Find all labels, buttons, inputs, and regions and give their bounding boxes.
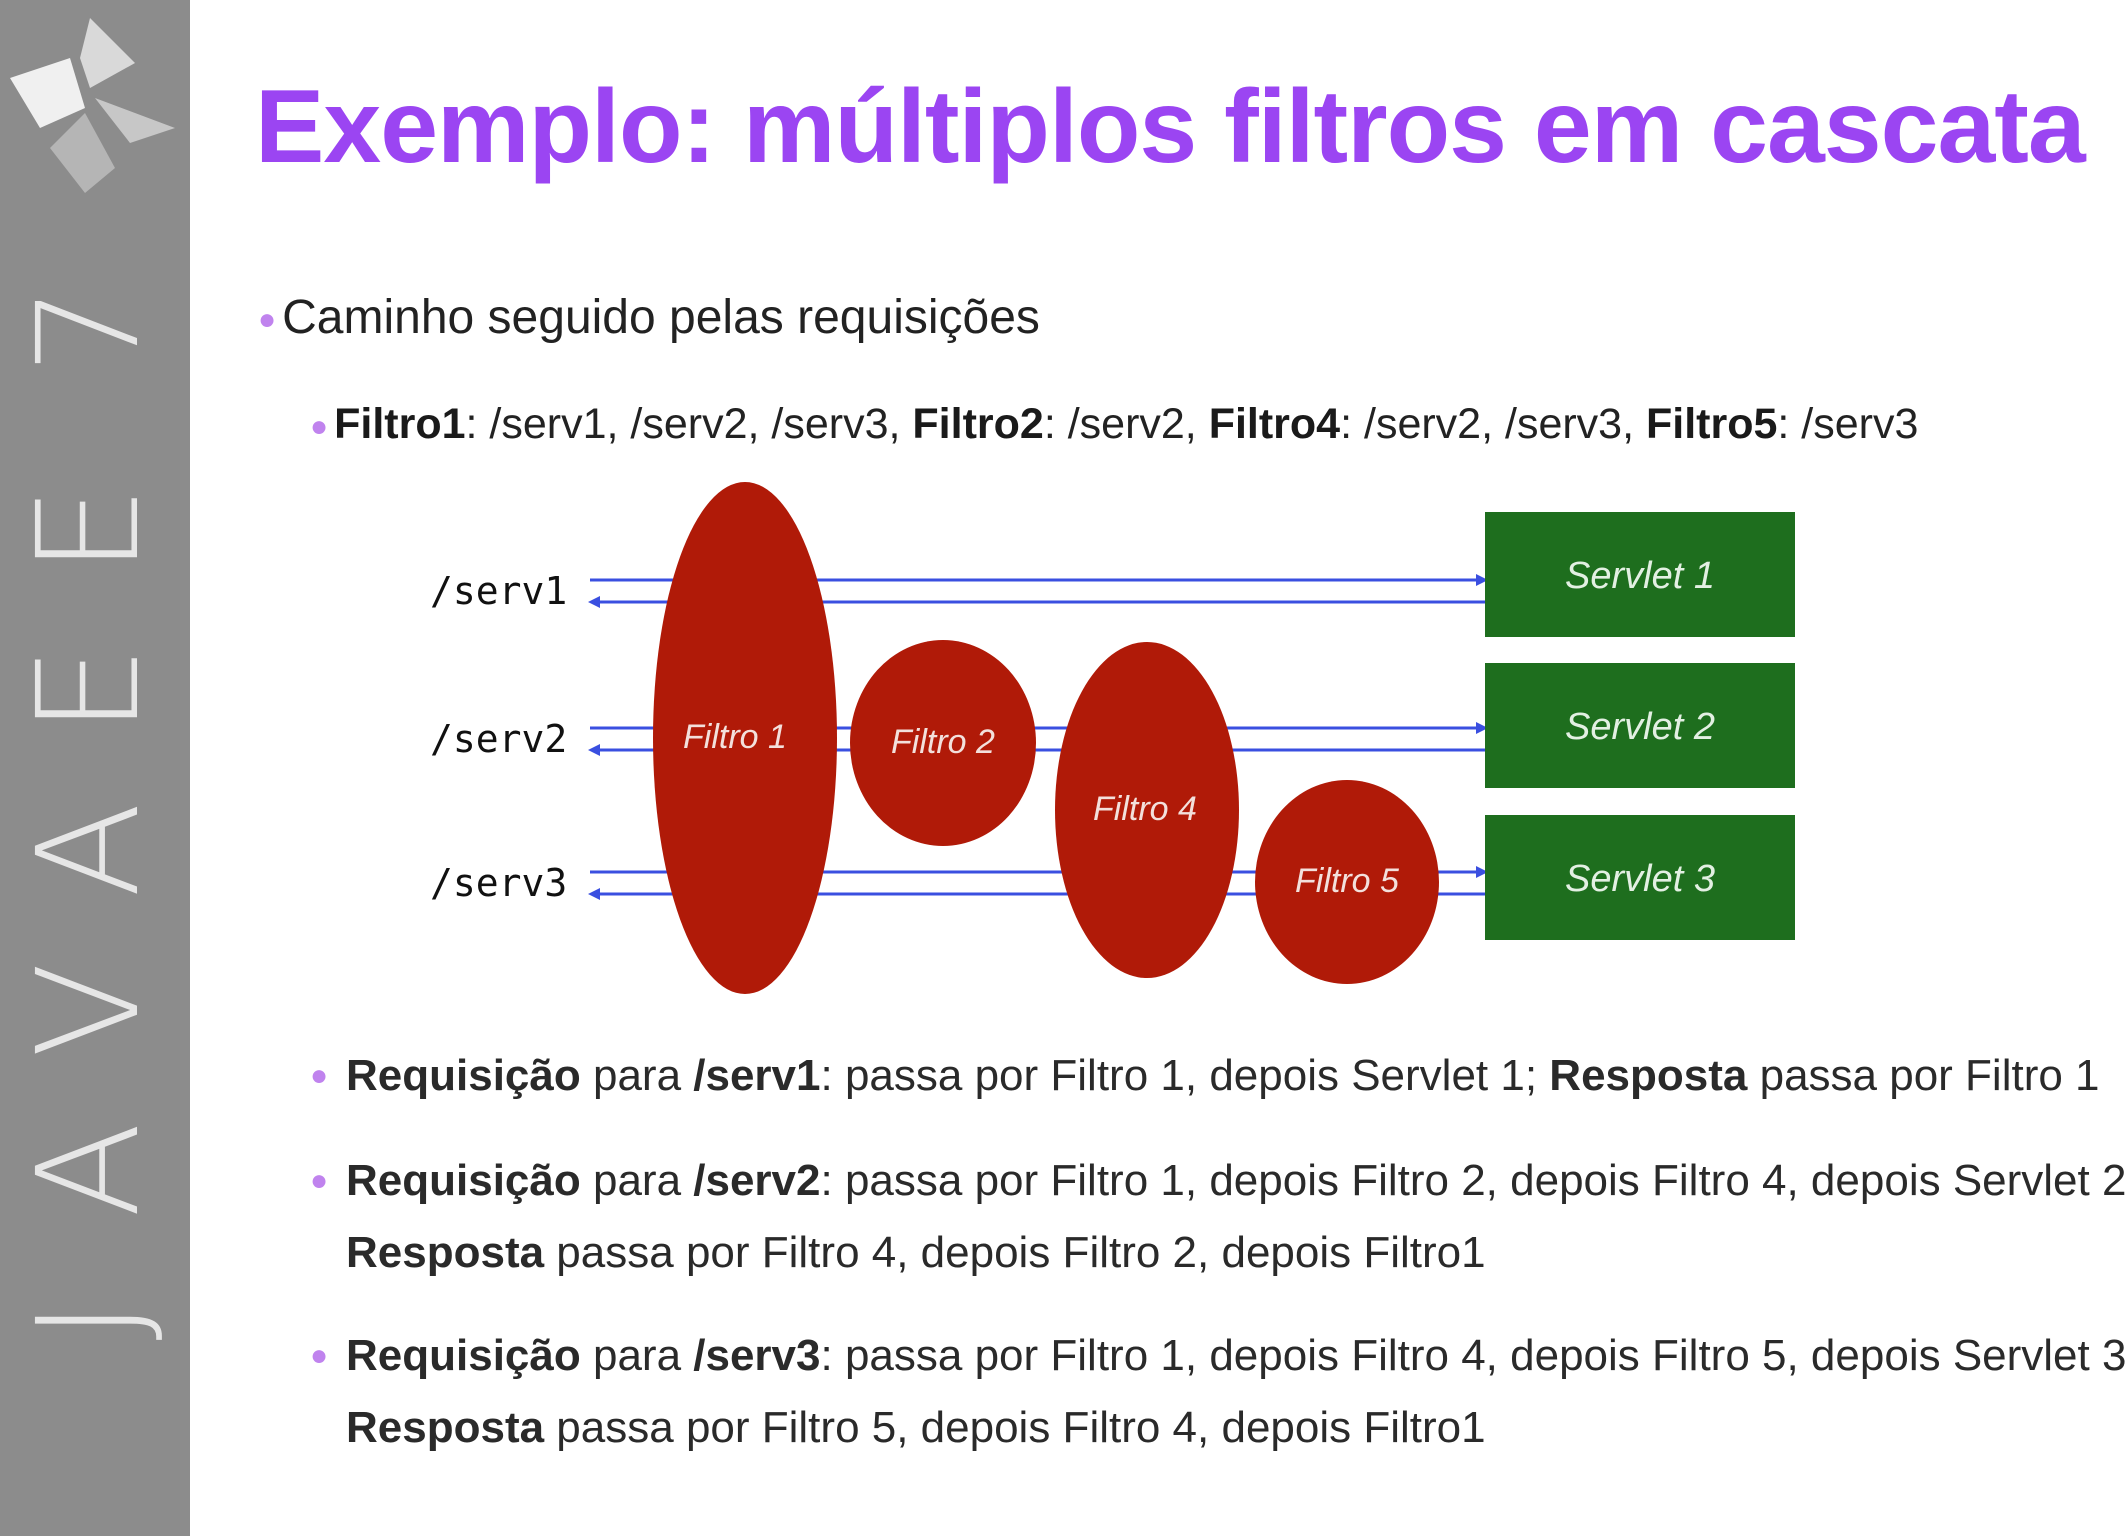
bold-text: Requisição	[346, 1156, 581, 1205]
servlet-label: Servlet 2	[1565, 706, 1715, 748]
text-segment: : /serv2,	[1043, 400, 1209, 448]
text-segment: : passa por Filtro 1, depois Filtro 2, d…	[820, 1156, 2126, 1205]
bold-text: Resposta	[346, 1403, 545, 1452]
bold-text: Filtro1	[334, 400, 466, 448]
path-label: /serv1	[430, 569, 567, 613]
bullet-dot: ●	[310, 1059, 329, 1092]
bold-text: Filtro2	[912, 400, 1044, 448]
sidebar-letter: A	[8, 802, 171, 898]
filter-ellipse	[1055, 642, 1239, 978]
sidebar-letter: E	[8, 645, 171, 735]
servlet-label: Servlet 3	[1565, 858, 1715, 900]
text-segment: passa por Filtro 5, depois Filtro 4, dep…	[544, 1403, 1486, 1452]
flow-request-line: Requisição para /serv3: passa por Filtro…	[346, 1320, 2126, 1392]
text-segment: : passa por Filtro 1, depois Servlet 1;	[820, 1051, 1550, 1100]
flow-request-line: Requisição para /serv1: passa por Filtro…	[346, 1040, 2100, 1112]
text-segment: para	[580, 1331, 694, 1380]
arrowhead-icon	[1476, 722, 1488, 734]
text-segment: : /serv3	[1777, 400, 1919, 448]
bullet-dot: ●	[310, 409, 329, 443]
bullet-filters: ●Filtro1: /serv1, /serv2, /serv3, Filtro…	[310, 400, 1918, 449]
bold-text: /serv2	[693, 1156, 821, 1205]
servlet-label: Servlet 1	[1565, 555, 1715, 597]
servlet-box	[1485, 512, 1795, 637]
bullet-dot: ●	[310, 1164, 329, 1197]
filter-label: Filtro 2	[891, 723, 995, 761]
arrowhead-icon	[588, 888, 600, 900]
sidebar-letter: 7	[8, 285, 171, 375]
flow-response-line: Resposta passa por Filtro 4, depois Filt…	[346, 1217, 1486, 1289]
servlet-box	[1485, 663, 1795, 788]
sidebar-letter: E	[8, 485, 171, 575]
filter-label: Filtro 1	[683, 718, 787, 756]
text-segment: para	[580, 1156, 694, 1205]
bullet-dot: ●	[310, 1339, 329, 1372]
text-segment: para	[580, 1051, 694, 1100]
text-segment: passa por Filtro 4, depois Filtro 2, dep…	[544, 1228, 1486, 1277]
arrowhead-icon	[588, 596, 600, 608]
filter-chain-diagram: /serv1/serv2/serv3 Filtro 1 Filtro 2 Filtro…	[430, 482, 1795, 994]
flow-request-line: Requisição para /serv2: passa por Filtro…	[346, 1145, 2126, 1217]
bold-text: Filtro5	[1645, 400, 1778, 448]
bullet-main: ●Caminho seguido pelas requisições	[258, 290, 1040, 345]
text-segment: : /serv2, /serv3,	[1340, 400, 1646, 448]
filter-label: Filtro 4	[1093, 790, 1197, 828]
filter-label: Filtro 5	[1295, 862, 1399, 900]
arrowhead-icon	[1476, 866, 1488, 878]
bold-text: Filtro4	[1208, 400, 1341, 448]
arrowhead-icon	[1476, 574, 1488, 586]
text-segment: : /serv1, /serv2, /serv3,	[465, 400, 913, 448]
filter-ellipse	[1255, 780, 1439, 984]
filters-mapping: Filtro1: /serv1, /serv2, /serv3, Filtro2…	[334, 400, 1918, 448]
bold-text: Resposta	[346, 1228, 545, 1277]
sidebar-letter: V	[8, 962, 171, 1058]
servlet-box	[1485, 815, 1795, 940]
filter-ellipse	[850, 640, 1036, 846]
flow-response-line: Resposta passa por Filtro 5, depois Filt…	[346, 1392, 1486, 1464]
path-label: /serv2	[430, 717, 567, 761]
bullet-dot: ●	[258, 303, 277, 337]
bold-text: Requisição	[346, 1331, 581, 1380]
arrowhead-icon	[588, 744, 600, 756]
bold-text: Requisição	[346, 1051, 581, 1100]
text-segment: : passa por Filtro 1, depois Filtro 4, d…	[820, 1331, 2126, 1380]
sidebar-letter: A	[8, 1122, 171, 1218]
page-title: Exemplo: múltiplos filtros em cascata	[255, 69, 2086, 185]
filter-ellipse	[653, 482, 837, 994]
text-segment: passa por Filtro 1	[1747, 1051, 2100, 1100]
bullet-main-text: Caminho seguido pelas requisições	[282, 291, 1040, 344]
java-ee-logo-icon	[10, 18, 175, 193]
sidebar-letter: J	[8, 1299, 171, 1341]
path-label: /serv3	[430, 861, 567, 905]
bold-text: /serv3	[693, 1331, 821, 1380]
bold-text: /serv1	[693, 1051, 821, 1100]
bold-text: Resposta	[1549, 1051, 1748, 1100]
